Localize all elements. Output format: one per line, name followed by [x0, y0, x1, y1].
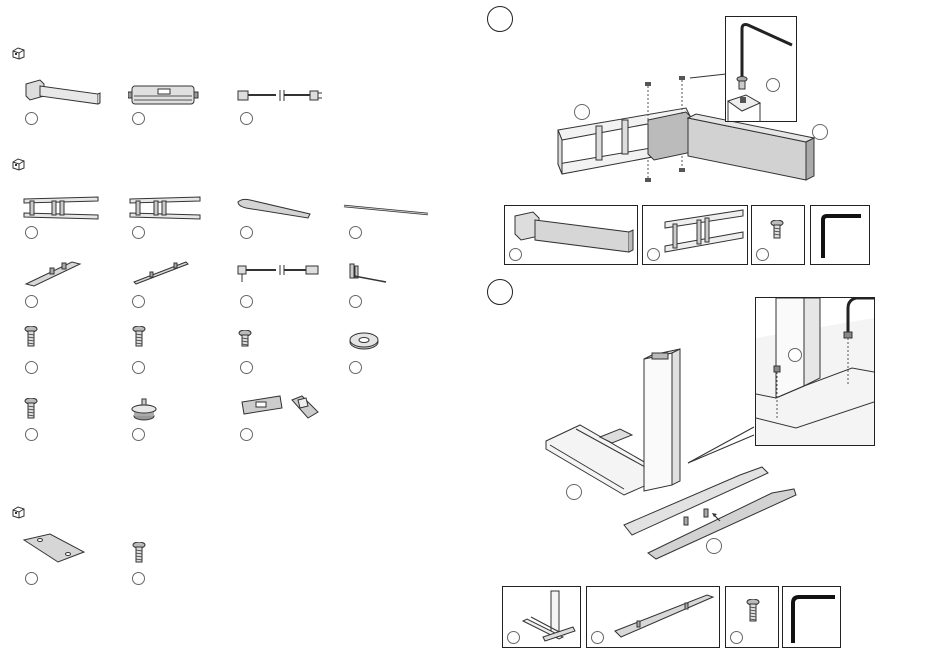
leg-bracket-icon: [505, 206, 637, 264]
part-number-circle: [756, 248, 769, 261]
mounting-plate-icon: [22, 532, 86, 566]
part-number-circle: [25, 572, 38, 585]
step-1-detail-view: [725, 16, 797, 122]
callout-circle: [812, 124, 828, 140]
part-number-circle: [132, 428, 145, 441]
part-number-circle: [349, 295, 362, 308]
part-number-circle: [349, 226, 362, 239]
part-number-circle: [132, 572, 145, 585]
screw-icon: [746, 599, 760, 623]
callout-circle: [566, 484, 582, 500]
step-2-part-screw: [725, 586, 779, 648]
part-number-circle: [240, 361, 253, 374]
callout-circle: [574, 104, 590, 120]
part-number-circle: [730, 631, 743, 644]
washer-icon: [348, 332, 380, 350]
foot-icon: [234, 196, 314, 222]
part-number-circle: [25, 295, 38, 308]
part-number-circle: [132, 361, 145, 374]
screw-medium-icon: [132, 326, 146, 348]
leg-foot-bracket-icon: [22, 78, 102, 110]
package-box-icon: [12, 506, 25, 519]
cable-clip-icon: [344, 260, 390, 286]
part-number-circle: [507, 631, 520, 644]
step-2-detail-view: [755, 297, 875, 446]
part-number-circle: [25, 361, 38, 374]
part-number-circle: [25, 112, 38, 125]
part-number-circle: [647, 248, 660, 261]
screw-icon: [132, 542, 146, 564]
step-1-marker: [487, 6, 513, 32]
callout-circle: [766, 78, 780, 92]
callout-circle: [788, 348, 802, 362]
frame-rail-icon: [22, 195, 100, 223]
part-number-circle: [132, 112, 145, 125]
motor-cable-icon: [236, 262, 322, 286]
step-2-part-leg-frame: [502, 586, 581, 648]
part-number-circle: [240, 295, 253, 308]
screw-wood-icon: [24, 398, 38, 420]
frame-rail-icon: [128, 195, 202, 223]
part-number-circle: [349, 361, 362, 374]
rod-icon: [342, 202, 430, 218]
foot-bracket-icon: [22, 258, 84, 288]
step-1-part-screw: [751, 205, 805, 265]
part-number-circle: [132, 295, 145, 308]
part-number-circle: [240, 226, 253, 239]
hex-key-icon: [811, 206, 869, 264]
power-cable-icon: [236, 88, 326, 104]
foot-icon: [587, 587, 719, 647]
step-1-part-leg-bracket: [504, 205, 638, 265]
step-1-part-frame: [642, 205, 748, 265]
step-2-part-foot: [586, 586, 720, 648]
step-2-part-hex-key: [782, 586, 841, 648]
step-2-marker: [487, 279, 513, 305]
control-panel-icon: [240, 392, 324, 422]
part-number-circle: [509, 248, 522, 261]
leveling-foot-icon: [128, 398, 160, 424]
step-1-part-hex-key: [810, 205, 870, 265]
part-number-circle: [591, 631, 604, 644]
package-box-icon: [12, 47, 25, 60]
part-number-circle: [25, 226, 38, 239]
screw-long-icon: [24, 326, 38, 348]
screw-icon: [770, 220, 784, 240]
screw-short-icon: [238, 330, 252, 348]
callout-circle: [706, 538, 722, 554]
control-box-icon: [128, 84, 200, 108]
part-number-circle: [132, 226, 145, 239]
package-box-icon: [12, 158, 25, 171]
part-number-circle: [240, 112, 253, 125]
support-bar-icon: [130, 258, 192, 286]
part-number-circle: [25, 428, 38, 441]
part-number-circle: [240, 428, 253, 441]
hex-key-icon: [783, 587, 840, 647]
